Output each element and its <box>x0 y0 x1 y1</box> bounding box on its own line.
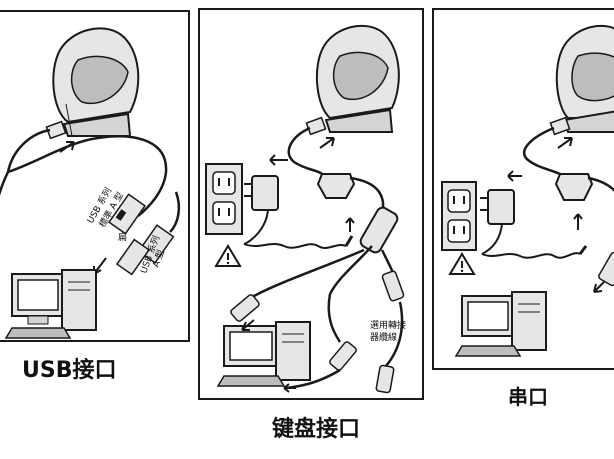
computer-icon <box>4 269 97 339</box>
ps2-plug-bottom-right <box>375 364 395 394</box>
serial-connection-panel <box>432 8 614 370</box>
serial-diagram <box>441 24 614 357</box>
scanner-icon <box>555 24 614 133</box>
keyboard-caption: 键盘接口 <box>272 417 361 442</box>
keyboard-diagram: 選用轉接 器纜線 <box>205 24 406 394</box>
arrow-icon <box>557 137 573 149</box>
usb-plug-lower <box>115 224 175 276</box>
ps2-plug-right <box>381 270 405 302</box>
power-junction-box <box>554 173 594 201</box>
computer-icon <box>216 321 311 387</box>
power-adapter-icon <box>480 189 515 225</box>
serial-plug <box>598 251 614 287</box>
scanner-icon <box>315 24 400 133</box>
warning-icon <box>214 244 242 267</box>
serial-caption: 串口 <box>508 385 548 409</box>
usb-label-flat: 扁 <box>118 231 127 243</box>
usb-connection-panel: USB 系列 標準 A 型 USB 系列 A 型 扁 <box>0 10 190 342</box>
scanner-cable-plug <box>305 116 327 136</box>
arrow-icon <box>345 217 355 232</box>
arrow-icon <box>507 170 522 182</box>
power-cable <box>481 252 581 259</box>
ps2-plug-left <box>230 294 260 322</box>
arrow-icon <box>573 213 583 230</box>
y-cable-splitter <box>359 206 399 254</box>
usb-cable <box>7 135 168 217</box>
wall-outlet-icon <box>441 181 477 251</box>
scanner-cable-plug <box>0 120 67 196</box>
usb-diagram: USB 系列 標準 A 型 USB 系列 A 型 扁 <box>0 27 181 339</box>
usb-caption: USB接口 <box>22 358 117 383</box>
arrow-icon <box>241 319 255 331</box>
serial-cable <box>522 126 561 176</box>
scanner-icon <box>52 27 140 137</box>
y-cable-label-1: 選用轉接 <box>370 319 406 331</box>
power-adapter-icon <box>244 175 279 211</box>
keyboard-connection-panel: 選用轉接 器纜線 <box>198 8 424 400</box>
arrow-icon <box>269 154 288 166</box>
scanner-cable-plug <box>549 116 571 136</box>
usb-plug-upper <box>108 193 146 235</box>
warning-icon <box>448 252 476 275</box>
arrow-icon <box>283 383 296 393</box>
arrow-icon <box>593 281 605 293</box>
y-cable-label-2: 器纜線 <box>370 331 397 343</box>
arrow-icon <box>319 137 335 149</box>
keyboard-cable <box>287 126 323 176</box>
ps2-plug-bottom <box>329 341 357 371</box>
computer-icon <box>454 291 547 357</box>
power-junction-box <box>316 173 356 199</box>
wall-outlet-icon <box>205 163 243 235</box>
power-cable <box>243 243 347 249</box>
